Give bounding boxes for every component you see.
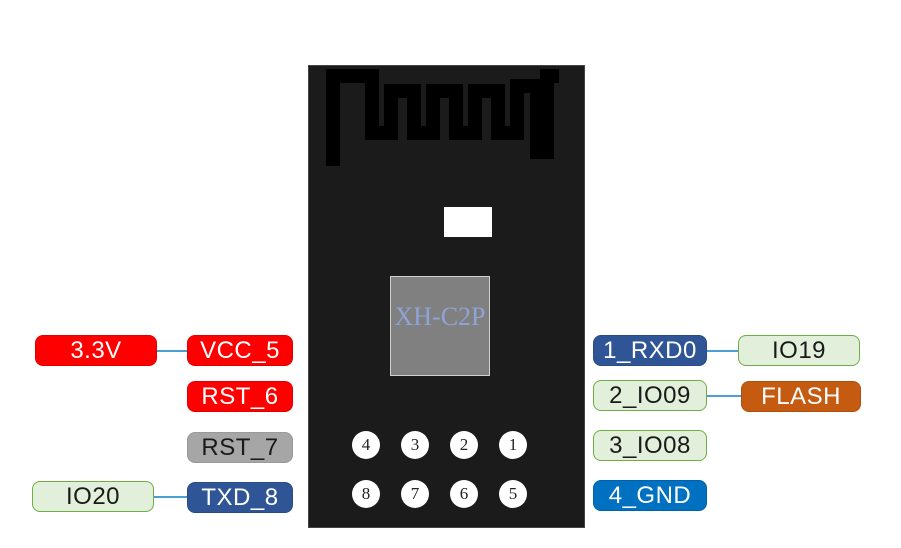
- connector-line-io19: [707, 350, 738, 352]
- pin-1: 1: [499, 431, 527, 459]
- led-indicator: [444, 207, 492, 237]
- pin-5: 5: [499, 480, 527, 508]
- label-txd-8: TXD_8: [187, 482, 293, 513]
- label-io08: 3_IO08: [593, 430, 707, 461]
- label-rst-7: RST_7: [187, 432, 293, 463]
- connector-line-io20: [154, 496, 188, 498]
- label-rxd0: 1_RXD0: [593, 335, 707, 366]
- label-io20: IO20: [32, 481, 154, 512]
- label-flash: FLASH: [741, 381, 861, 412]
- chip-label: XH-C2P: [394, 302, 486, 331]
- pin-8: 8: [352, 480, 380, 508]
- label-io19: IO19: [738, 335, 860, 366]
- module-board: XH-C2P 4 3 2 1 8 7 6 5: [308, 65, 585, 528]
- label-rst-6: RST_6: [187, 381, 293, 412]
- label-gnd: 4_GND: [593, 480, 707, 511]
- pcb-antenna-trace: [326, 69, 559, 166]
- pin-6: 6: [450, 480, 478, 508]
- label-3v3: 3.3V: [35, 335, 157, 366]
- chip: [390, 276, 490, 376]
- label-vcc-5: VCC_5: [187, 335, 293, 366]
- label-io09: 2_IO09: [593, 380, 707, 411]
- pin-7: 7: [401, 480, 429, 508]
- pin-2: 2: [450, 431, 478, 459]
- pin-4: 4: [352, 431, 380, 459]
- connector-line-flash: [707, 395, 741, 397]
- connector-line-power: [157, 350, 188, 352]
- pin-3: 3: [401, 431, 429, 459]
